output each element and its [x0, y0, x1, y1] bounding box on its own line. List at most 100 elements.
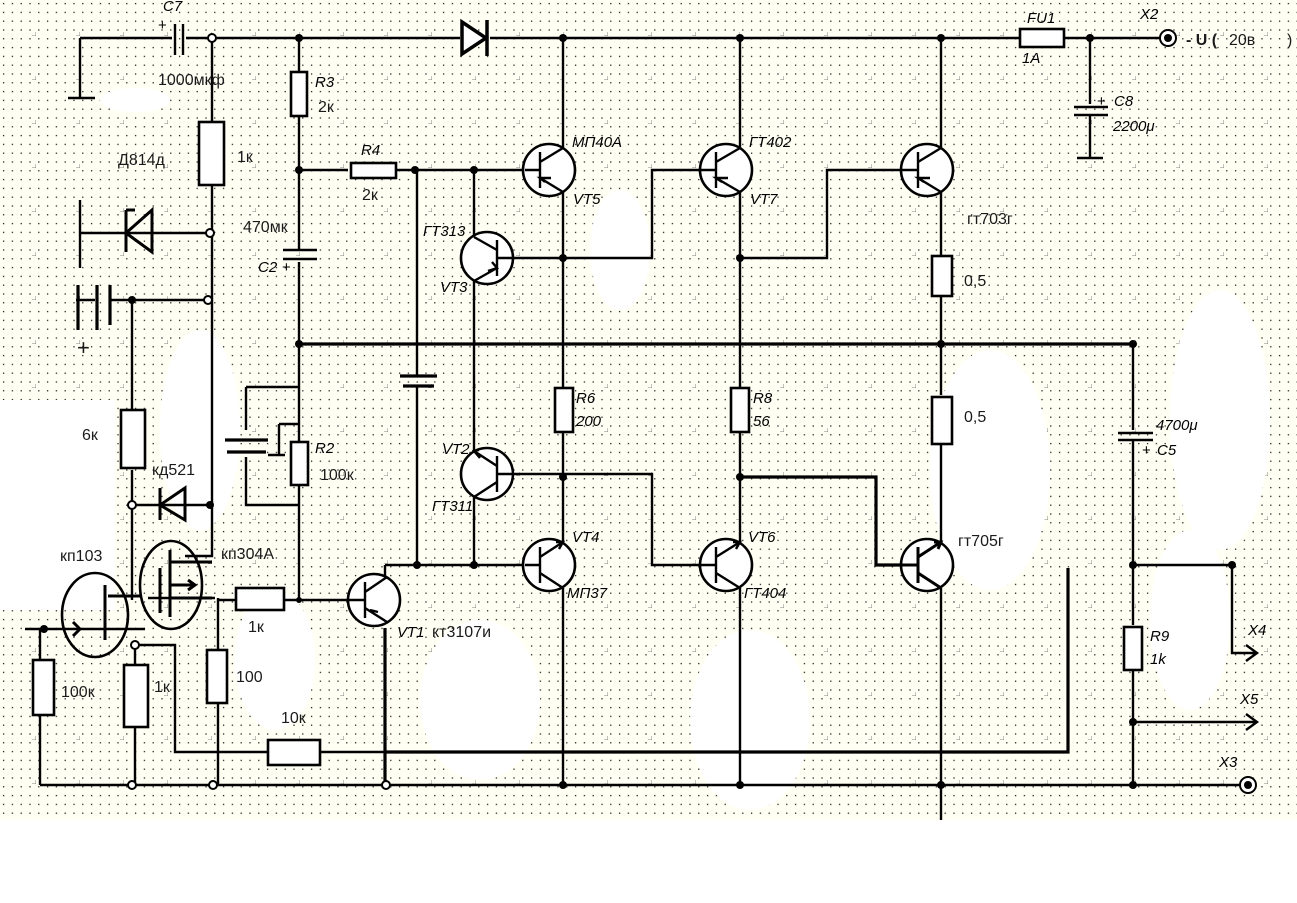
capacitor-c7-symbol — [173, 24, 185, 55]
terminal-x5-arrow-icon[interactable] — [1245, 713, 1260, 731]
label-vt4-type: МП37 — [567, 585, 608, 602]
label-fu1-value: 1A — [1022, 50, 1040, 67]
label-c2-value: 470мк — [243, 219, 289, 236]
label-c8-value: 2200μ — [1112, 118, 1155, 135]
transistor-vt2-symbol — [459, 446, 515, 502]
potentiometer-r2-body — [289, 440, 310, 487]
label-gt703: гт703г — [967, 211, 1013, 228]
label-x3: X3 — [1218, 754, 1238, 771]
label-left-cap-plus: + — [77, 335, 90, 360]
transistor-vt6-symbol — [698, 537, 754, 593]
label-vt5-ref: VT5 — [573, 191, 601, 208]
resistor-1k-gate-body — [234, 586, 286, 612]
label-x5: X5 — [1239, 691, 1259, 708]
label-c7-ref: C7 — [163, 0, 183, 15]
label-vt6-ref: VT6 — [748, 529, 776, 546]
capacitor-c5-symbol — [1118, 431, 1153, 442]
label-c2-plus: + — [282, 259, 291, 276]
transistor-vt1-symbol — [340, 572, 402, 628]
label-r4-ref: R4 — [361, 142, 380, 159]
label-c5-ref: C5 — [1157, 442, 1177, 459]
terminal-x3[interactable] — [1239, 776, 1257, 794]
resistor-1k-source-body — [122, 663, 150, 729]
label-r2-value: 100к — [320, 467, 355, 484]
junction-dots — [40, 33, 1236, 790]
label-vt6-type: ГТ404 — [744, 585, 786, 602]
label-vt7-ref: VT7 — [750, 191, 778, 208]
label-kp103: кп103 — [60, 548, 102, 565]
label-r2-ref: R2 — [315, 440, 335, 457]
label-r8-value: 56 — [753, 413, 770, 430]
label-10k: 10к — [281, 710, 307, 727]
resistor-10k-body — [266, 738, 322, 767]
label-c8-plus: + — [1097, 93, 1106, 110]
label-emitter-top: 0,5 — [964, 273, 986, 290]
label-emitter-bottom: 0,5 — [964, 409, 986, 426]
label-1k-gate: 1к — [248, 619, 265, 636]
resistor-6k-body — [119, 408, 147, 470]
label-1k-top: 1к — [237, 149, 254, 166]
labels: C7 + 1000мкф R3 2к 1к Д814д R4 2к 470мк … — [60, 0, 1292, 771]
label-r3-value: 2к — [318, 99, 335, 116]
resistor-r8-body — [729, 386, 751, 434]
resistor-r3-body — [289, 70, 309, 118]
label-supply-suffix: ) — [1287, 32, 1292, 49]
label-c2-ref: C2 — [258, 259, 278, 276]
label-vt7-type: ГТ402 — [749, 134, 792, 151]
resistor-emitter-top-body — [930, 254, 954, 298]
diode-top-symbol — [460, 18, 490, 58]
label-100k: 100к — [61, 684, 96, 701]
label-100: 100 — [236, 669, 263, 686]
capacitor-c8-symbol — [1074, 105, 1108, 117]
label-vt5-type: МП40А — [572, 134, 622, 151]
label-c7-plus: + — [158, 17, 167, 34]
label-d814: Д814д — [118, 152, 166, 169]
terminal-x2[interactable] — [1159, 29, 1177, 47]
label-r4-value: 2к — [362, 187, 379, 204]
label-r6-ref: R6 — [576, 390, 596, 407]
components — [31, 18, 1153, 767]
label-x2: X2 — [1139, 6, 1159, 23]
label-c5-plus: + — [1142, 442, 1151, 459]
label-x4: X4 — [1247, 622, 1266, 639]
capacitor-coupling-symbol — [400, 374, 437, 388]
label-vt3-type: ГТ313 — [423, 223, 466, 240]
resistor-1k-top-body — [197, 120, 226, 187]
terminal-x4-arrow-icon[interactable] — [1245, 644, 1260, 662]
label-r6-value: 200 — [575, 413, 602, 430]
diode-kd521-symbol — [157, 485, 187, 523]
capacitor-left-symbol — [76, 285, 112, 330]
label-r8-ref: R8 — [753, 390, 773, 407]
label-vt2-ref: VT2 — [442, 441, 470, 458]
label-kd521: кд521 — [152, 462, 195, 479]
label-6k: 6к — [82, 427, 99, 444]
resistor-100-body — [205, 648, 229, 705]
label-fu1-ref: FU1 — [1027, 10, 1055, 27]
transistor-vt7-symbol — [698, 142, 754, 198]
label-gt705: гт705г — [958, 533, 1004, 550]
capacitor-c2-symbol — [283, 248, 317, 261]
label-1k-source: 1к — [154, 679, 171, 696]
resistor-r4-body — [349, 161, 398, 180]
label-c5-value: 4700μ — [1156, 417, 1198, 434]
resistor-100k-body — [31, 658, 56, 717]
label-vt1-type: кт3107и — [432, 624, 491, 641]
label-vt4-ref: VT4 — [572, 529, 600, 546]
fuse-fu1-body — [1018, 27, 1066, 49]
label-c8-ref: C8 — [1114, 93, 1134, 110]
capacitor-r2-bypass-symbol — [225, 438, 268, 454]
label-r9-ref: R9 — [1150, 628, 1170, 645]
resistor-r6-body — [553, 386, 575, 434]
wires — [25, 36, 1255, 820]
zener-d814-symbol — [123, 206, 154, 255]
label-supply-value: 20в — [1229, 32, 1255, 49]
transistor-vt5-symbol — [521, 142, 577, 198]
label-vt2-type: ГТ311 — [432, 498, 473, 515]
transistor-gt703-symbol — [899, 142, 955, 198]
label-kp304: кп304А — [221, 546, 274, 563]
jfet-kp103-symbol — [60, 571, 130, 659]
label-vt3-ref: VT3 — [440, 279, 468, 296]
transistor-vt4-symbol — [521, 537, 577, 593]
